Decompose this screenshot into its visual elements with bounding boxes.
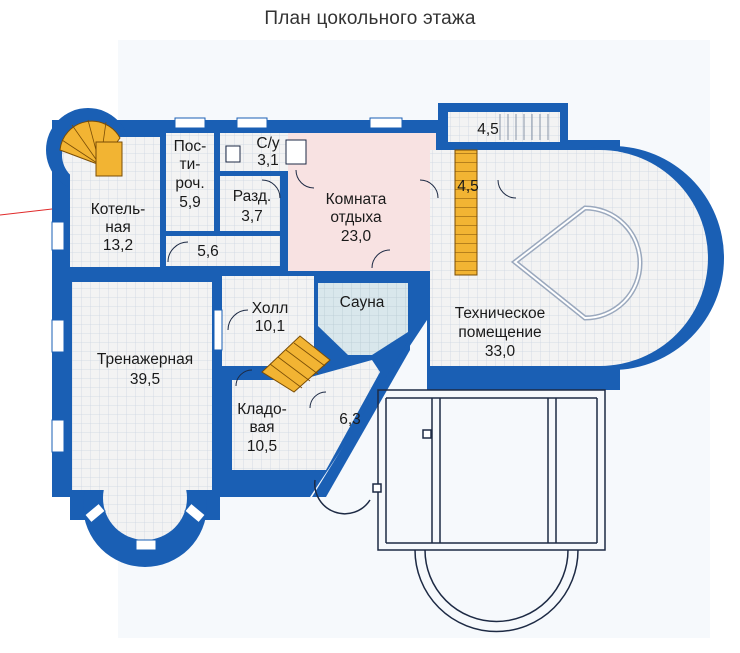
stair-vertical — [454, 149, 478, 276]
label-hall-area: 10,1 — [255, 318, 285, 335]
label-gym: Тренажерная — [97, 351, 193, 368]
label-bath: С/у — [256, 135, 280, 152]
label-stair-side-area: 4,5 — [457, 178, 479, 195]
bath-fixtures — [225, 139, 307, 165]
column-marker — [372, 483, 382, 493]
label-boiler-2: ная — [105, 219, 131, 236]
label-rest-2: отдыха — [330, 209, 382, 226]
label-dressing-area: 3,7 — [241, 208, 263, 225]
label-storage-2: вая — [249, 419, 274, 436]
room-technical — [430, 150, 708, 366]
wall-chamfer-edge — [312, 338, 410, 497]
label-hall: Холл — [252, 300, 289, 317]
gym-bay-floor — [103, 456, 187, 540]
column-marker — [422, 429, 432, 439]
label-laundry-2: ти- — [180, 156, 201, 173]
room-laundry — [166, 133, 214, 231]
room-corridor — [166, 236, 280, 266]
label-laundry-area: 5,9 — [179, 194, 201, 211]
plan-title: План цокольного этажа — [264, 8, 476, 29]
room-labels: Котель- ная 13,2 Пос- ти- роч. 5,9 С/у 3… — [91, 121, 546, 455]
room-gym — [72, 282, 212, 490]
boiler-tower-core — [95, 141, 123, 177]
room-sauna — [318, 283, 408, 355]
label-technical-area: 33,0 — [485, 343, 516, 360]
room-dressing — [220, 176, 280, 231]
label-laundry-3: роч. — [175, 175, 204, 192]
label-storage-area: 10,5 — [247, 438, 277, 455]
pool-inner — [513, 206, 641, 320]
label-boiler-area: 13,2 — [103, 237, 133, 254]
label-storage-1: Кладо- — [237, 401, 287, 418]
label-bath-area: 3,1 — [257, 152, 279, 169]
label-gym-area: 39,5 — [130, 371, 160, 388]
stair-top-treads — [499, 114, 549, 140]
room-stair-top — [448, 112, 560, 142]
stair-hall — [261, 335, 331, 393]
label-sauna: Сауна — [340, 294, 385, 311]
label-boiler-1: Котель- — [91, 201, 146, 218]
label-rest-area: 23,0 — [341, 228, 372, 245]
door-swings — [167, 169, 517, 409]
label-small-area: 6,3 — [339, 411, 361, 428]
room-rest — [288, 133, 436, 271]
room-storage — [232, 360, 380, 470]
stair-hall-treads — [269, 342, 326, 389]
label-corridor-area: 5,6 — [197, 243, 219, 260]
label-technical-1: Техническое — [455, 305, 546, 322]
label-laundry-1: Пос- — [174, 138, 207, 155]
label-rest-1: Комната — [326, 191, 387, 208]
label-stair-top-area: 4,5 — [477, 121, 499, 138]
label-dressing: Разд. — [233, 188, 271, 205]
label-technical-2: помещение — [458, 324, 541, 341]
windows — [51, 117, 403, 551]
terrace-outline — [314, 389, 606, 633]
